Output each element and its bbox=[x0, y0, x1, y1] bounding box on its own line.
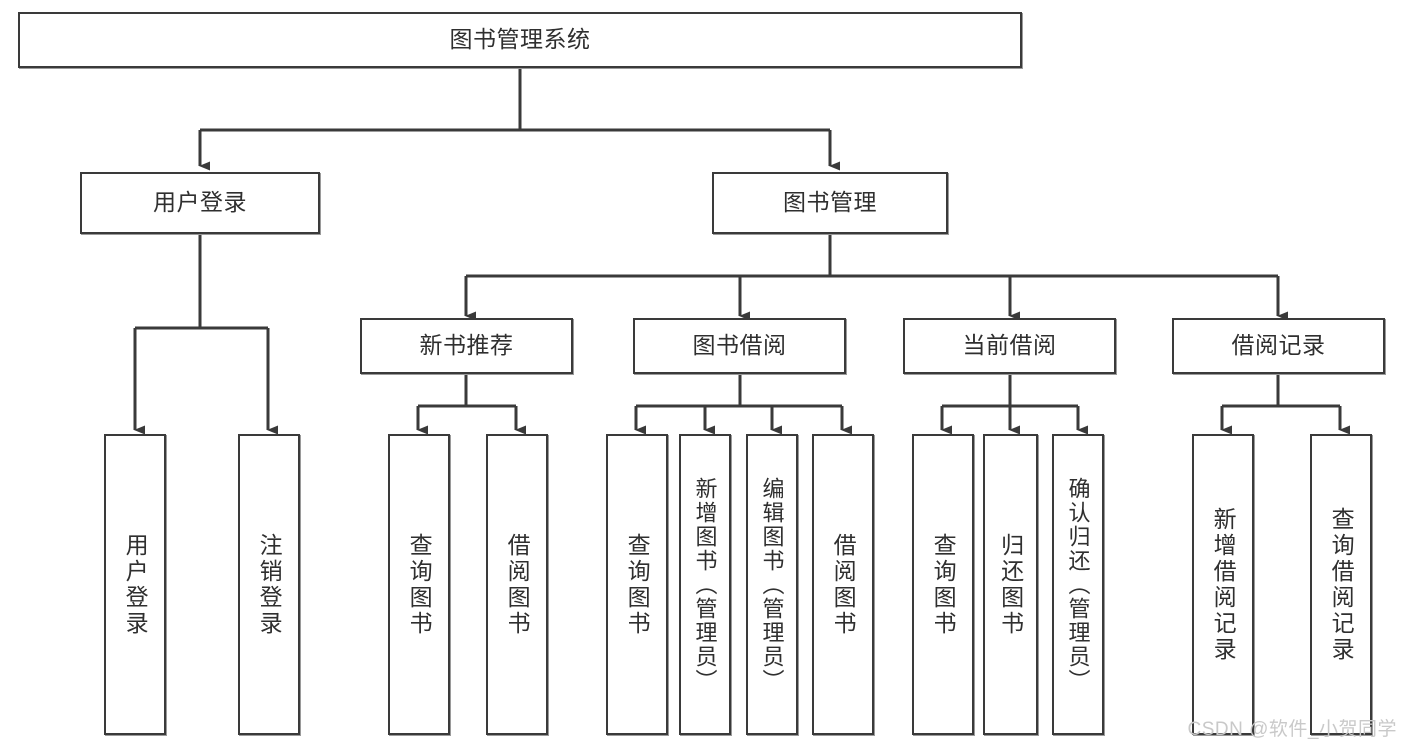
node-leaf-book-borrow-borrow-label: 借阅图书 bbox=[830, 532, 857, 637]
node-leaf-borrow-record-add-label: 新增借阅记录 bbox=[1210, 506, 1237, 663]
node-borrow-record-label: 借阅记录 bbox=[1231, 332, 1326, 359]
node-leaf-borrow-record-query-label: 查询借阅记录 bbox=[1328, 506, 1355, 663]
node-leaf-book-borrow-edit[interactable]: 编辑图书（管理员） bbox=[746, 434, 798, 735]
node-leaf-book-borrow-add[interactable]: 新增图书（管理员） bbox=[679, 434, 731, 735]
node-book-borrow[interactable]: 图书借阅 bbox=[633, 318, 846, 374]
node-book-management-label: 图书管理 bbox=[783, 189, 877, 216]
node-leaf-new-book-borrow[interactable]: 借阅图书 bbox=[486, 434, 548, 735]
node-borrow-record[interactable]: 借阅记录 bbox=[1172, 318, 1385, 374]
node-leaf-book-borrow-borrow[interactable]: 借阅图书 bbox=[812, 434, 874, 735]
node-leaf-book-borrow-add-label: 新增图书（管理员） bbox=[692, 476, 718, 693]
node-book-borrow-label: 图书借阅 bbox=[692, 332, 787, 359]
node-leaf-user-login-login[interactable]: 用户登录 bbox=[104, 434, 166, 735]
node-new-book-recommend-label: 新书推荐 bbox=[419, 332, 514, 359]
node-root-system-label: 图书管理系统 bbox=[449, 26, 591, 53]
node-leaf-borrow-record-query[interactable]: 查询借阅记录 bbox=[1310, 434, 1372, 735]
node-leaf-user-login-logout[interactable]: 注销登录 bbox=[238, 434, 300, 735]
node-leaf-current-borrow-confirm[interactable]: 确认归还（管理员） bbox=[1052, 434, 1104, 735]
node-leaf-current-borrow-confirm-label: 确认归还（管理员） bbox=[1065, 476, 1091, 693]
node-leaf-book-borrow-edit-label: 编辑图书（管理员） bbox=[759, 476, 785, 693]
node-current-borrow-label: 当前借阅 bbox=[962, 332, 1057, 359]
node-leaf-book-borrow-query[interactable]: 查询图书 bbox=[606, 434, 668, 735]
node-leaf-current-borrow-return-label: 归还图书 bbox=[997, 532, 1024, 637]
node-root-system[interactable]: 图书管理系统 bbox=[18, 12, 1022, 68]
node-leaf-user-login-logout-label: 注销登录 bbox=[256, 532, 283, 637]
node-new-book-recommend[interactable]: 新书推荐 bbox=[360, 318, 573, 374]
node-leaf-current-borrow-query-label: 查询图书 bbox=[930, 532, 957, 637]
node-leaf-new-book-query-label: 查询图书 bbox=[406, 532, 433, 637]
node-leaf-borrow-record-add[interactable]: 新增借阅记录 bbox=[1192, 434, 1254, 735]
csdn-watermark: CSDN @软件_小贺同学 bbox=[1187, 719, 1397, 740]
node-current-borrow[interactable]: 当前借阅 bbox=[903, 318, 1116, 374]
node-user-login[interactable]: 用户登录 bbox=[80, 172, 320, 234]
node-leaf-new-book-borrow-label: 借阅图书 bbox=[504, 532, 531, 637]
node-leaf-current-borrow-return[interactable]: 归还图书 bbox=[983, 434, 1038, 735]
node-leaf-new-book-query[interactable]: 查询图书 bbox=[388, 434, 450, 735]
node-user-login-label: 用户登录 bbox=[153, 189, 247, 216]
node-leaf-current-borrow-query[interactable]: 查询图书 bbox=[912, 434, 974, 735]
node-leaf-user-login-login-label: 用户登录 bbox=[122, 532, 149, 637]
node-leaf-book-borrow-query-label: 查询图书 bbox=[624, 532, 651, 637]
node-book-management[interactable]: 图书管理 bbox=[712, 172, 948, 234]
